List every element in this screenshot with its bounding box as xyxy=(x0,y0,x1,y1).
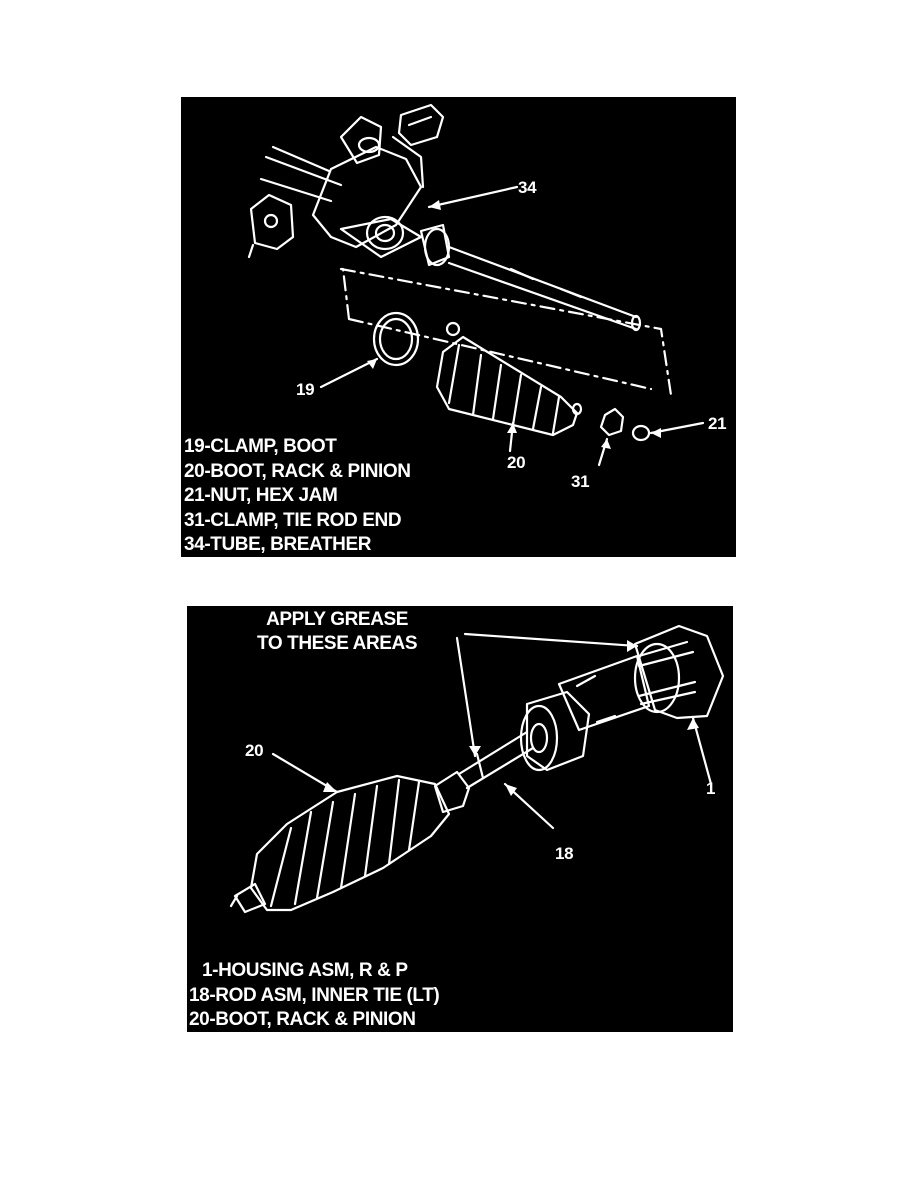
callout-31: 31 xyxy=(571,472,590,491)
figure-2-grease-application-diagram: APPLY GREASE TO THESE AREAS 20 18 1 1-HO… xyxy=(187,606,733,1032)
figure-1-boot-removal-diagram: 34 19 20 21 31 19-CLAMP, BOOT 20-BOOT, R… xyxy=(181,97,736,557)
legend-item: 21-NUT, HEX JAM xyxy=(184,485,338,506)
callout-18: 18 xyxy=(555,844,574,863)
legend-item: 18-ROD ASM, INNER TIE (LT) xyxy=(189,984,440,1006)
callout-19: 19 xyxy=(296,380,315,399)
legend-item: 34-TUBE, BREATHER xyxy=(184,534,372,555)
figure-1-illustration xyxy=(247,103,705,467)
figure-2-illustration xyxy=(229,624,725,914)
grease-note: APPLY GREASE TO THESE AREAS xyxy=(257,608,418,656)
grease-note-line-1: APPLY GREASE xyxy=(266,609,409,630)
legend-item: 31-CLAMP, TIE ROD END xyxy=(184,509,402,531)
legend-item: 1-HOUSING ASM, R & P xyxy=(202,960,408,981)
callout-1: 1 xyxy=(706,779,716,798)
legend-item: 20-BOOT, RACK & PINION xyxy=(189,1009,416,1030)
figure-2-legend: 1-HOUSING ASM, R & P 18-ROD ASM, INNER T… xyxy=(189,959,440,1032)
grease-note-line-2: TO THESE AREAS xyxy=(257,633,418,654)
figure-1-legend: 19-CLAMP, BOOT 20-BOOT, RACK & PINION 21… xyxy=(184,435,411,557)
legend-item: 19-CLAMP, BOOT xyxy=(184,436,337,457)
callout-21: 21 xyxy=(708,414,727,433)
callout-20: 20 xyxy=(245,741,264,760)
callout-34: 34 xyxy=(518,178,537,197)
legend-item: 20-BOOT, RACK & PINION xyxy=(184,460,411,482)
callout-20: 20 xyxy=(507,453,526,472)
